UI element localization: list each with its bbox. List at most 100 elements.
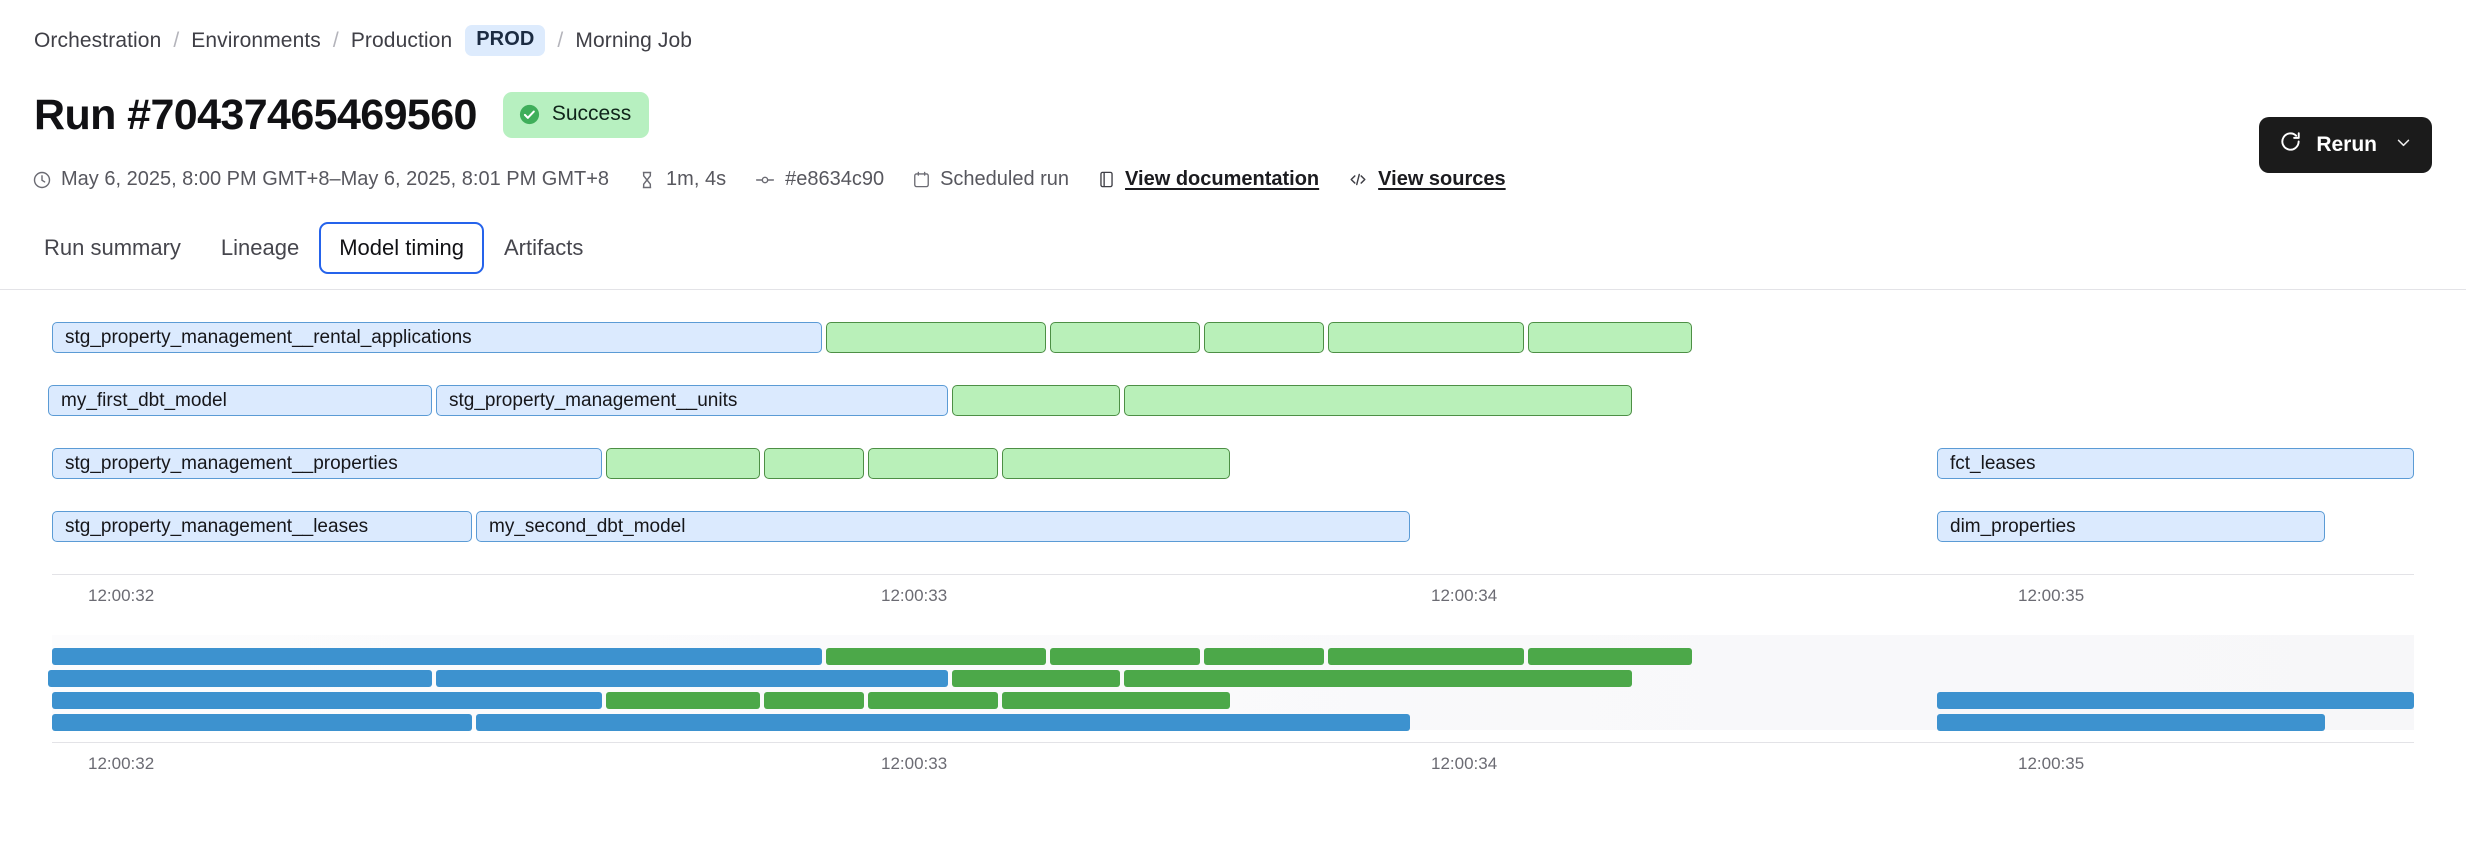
gantt-row: stg_property_management__properties fct_l… (0, 448, 2466, 479)
gantt-row: my_first_dbt_model stg_property_managemen… (0, 385, 2466, 416)
gantt-bar-test[interactable] (952, 385, 1120, 416)
page-title: Run #70437465469560 (34, 90, 477, 139)
gantt-bar-label: my_first_dbt_model (61, 389, 227, 411)
minimap-bar[interactable] (476, 714, 1410, 731)
clock-icon (32, 170, 52, 190)
axis-tick-label: 12:00:32 (88, 586, 155, 605)
axis-tick-label: 12:00:34 (1431, 754, 1498, 773)
code-icon (1347, 170, 1369, 189)
meta-hourglass: 1m, 4s (637, 168, 726, 191)
minimap-bar[interactable] (952, 670, 1120, 687)
run-meta-row: May 6, 2025, 8:00 PM GMT+8–May 6, 2025, … (32, 168, 1534, 191)
minimap-bar[interactable] (764, 692, 864, 709)
gantt-bar-fct_leases[interactable]: fct_leases (1937, 448, 2414, 479)
minimap-bar[interactable] (826, 648, 1046, 665)
minimap-bar[interactable] (52, 648, 822, 665)
minimap-bar[interactable] (1937, 714, 2325, 731)
status-badge: Success (502, 92, 650, 138)
chevron-down-icon (2395, 133, 2412, 157)
gantt-time-axis: 12:00:32 12:00:33 12:00:34 12:00:35 (0, 574, 2466, 612)
breadcrumb-separator: / (332, 28, 339, 52)
gantt-bar-test[interactable] (1204, 322, 1324, 353)
gantt-bar-test[interactable] (1002, 448, 1230, 479)
meta-commit: #e8634c90 (754, 168, 884, 191)
minimap-bar[interactable] (52, 714, 472, 731)
rerun-button-label: Rerun (2316, 132, 2377, 156)
tab-artifacts[interactable]: Artifacts (503, 235, 584, 260)
gantt-bar-test[interactable] (1328, 322, 1524, 353)
minimap-bar[interactable] (1124, 670, 1632, 687)
meta-clock: May 6, 2025, 8:00 PM GMT+8–May 6, 2025, … (32, 168, 609, 191)
gantt-bar-stg_property_management__units[interactable]: stg_property_management__units (436, 385, 948, 416)
gantt-bar-label: dim_properties (1950, 515, 2076, 537)
minimap-bar[interactable] (1937, 692, 2414, 709)
meta-code[interactable]: View sources (1347, 168, 1506, 191)
status-badge-label: Success (551, 102, 632, 125)
breadcrumb-item-environments[interactable]: Environments (191, 28, 321, 52)
minimap-row (0, 648, 2466, 665)
axis-line (52, 574, 2414, 575)
refresh-icon (2279, 130, 2302, 159)
axis-tick-label: 12:00:35 (2018, 586, 2085, 605)
title-row: Run #70437465469560 Success (34, 90, 650, 139)
axis-tick-label: 12:00:34 (1431, 586, 1498, 605)
minimap-bar[interactable] (1328, 648, 1524, 665)
breadcrumb-separator: / (557, 28, 564, 52)
minimap-bar[interactable] (1050, 648, 1200, 665)
axis-tick-label: 12:00:35 (2018, 754, 2085, 773)
tab-bar: Run summary Lineage Model timing Artifacts (24, 222, 603, 274)
minimap-bar[interactable] (436, 670, 948, 687)
breadcrumb-item-production[interactable]: Production (350, 28, 453, 52)
breadcrumb-separator: / (173, 28, 180, 52)
minimap-bar[interactable] (1002, 692, 1230, 709)
minimap-bar[interactable] (868, 692, 998, 709)
meta-calendar: Scheduled run (912, 168, 1069, 191)
meta-book[interactable]: View documentation (1097, 168, 1319, 191)
meta-label: 1m, 4s (666, 168, 727, 190)
gantt-bar-label: stg_property_management__leases (65, 515, 369, 537)
minimap-bar[interactable] (1204, 648, 1324, 665)
breadcrumb: Orchestration / Environments / Production PRO… (34, 25, 692, 56)
gantt-bar-my_first_dbt_model[interactable]: my_first_dbt_model (48, 385, 432, 416)
model-timing-minimap[interactable]: 12:00:32 12:00:33 12:00:34 12:00:35 (0, 635, 2466, 778)
commit-icon (754, 170, 776, 190)
gantt-bar-test[interactable] (868, 448, 998, 479)
breadcrumb-item-orchestration[interactable]: Orchestration (34, 28, 162, 52)
gantt-bar-label: stg_property_management__units (449, 389, 738, 411)
minimap-bar[interactable] (48, 670, 432, 687)
gantt-bar-label: my_second_dbt_model (489, 515, 686, 537)
meta-label: View sources (1378, 168, 1506, 190)
model-timing-gantt: stg_property_management__rental_applicat… (0, 322, 2466, 612)
hourglass-icon (637, 170, 657, 190)
minimap-row (0, 692, 2466, 709)
book-icon (1097, 170, 1116, 189)
gantt-bar-test[interactable] (606, 448, 760, 479)
breadcrumb-env-badge: PROD (465, 25, 546, 56)
gantt-bar-test[interactable] (1528, 322, 1692, 353)
minimap-axis-line (52, 742, 2414, 743)
gantt-bar-stg_property_management__rental_applications[interactable]: stg_property_management__rental_applicat… (52, 322, 822, 353)
meta-label: Scheduled run (940, 168, 1070, 190)
gantt-bar-test[interactable] (764, 448, 864, 479)
gantt-bar-label: fct_leases (1950, 452, 2036, 474)
gantt-bar-label: stg_property_management__properties (65, 452, 398, 474)
tab-lineage[interactable]: Lineage (220, 235, 300, 260)
axis-tick-label: 12:00:33 (881, 586, 948, 605)
gantt-bar-test[interactable] (1050, 322, 1200, 353)
axis-tick-label: 12:00:33 (881, 754, 948, 773)
gantt-row: stg_property_management__rental_applicat… (0, 322, 2466, 353)
minimap-bar[interactable] (606, 692, 760, 709)
gantt-bar-test[interactable] (826, 322, 1046, 353)
rerun-button[interactable]: Rerun (2259, 117, 2432, 173)
axis-tick-label: 12:00:32 (88, 754, 155, 773)
gantt-bar-dim_properties[interactable]: dim_properties (1937, 511, 2325, 542)
tab-model-timing[interactable]: Model timing (319, 222, 484, 274)
gantt-bar-my_second_dbt_model[interactable]: my_second_dbt_model (476, 511, 1410, 542)
gantt-bar-stg_property_management__properties[interactable]: stg_property_management__properties (52, 448, 602, 479)
meta-label: #e8634c90 (785, 168, 885, 190)
tab-run-summary[interactable]: Run summary (44, 235, 181, 260)
minimap-bar[interactable] (52, 692, 602, 709)
minimap-bar[interactable] (1528, 648, 1692, 665)
gantt-bar-test[interactable] (1124, 385, 1632, 416)
gantt-bar-stg_property_management__leases[interactable]: stg_property_management__leases (52, 511, 472, 542)
